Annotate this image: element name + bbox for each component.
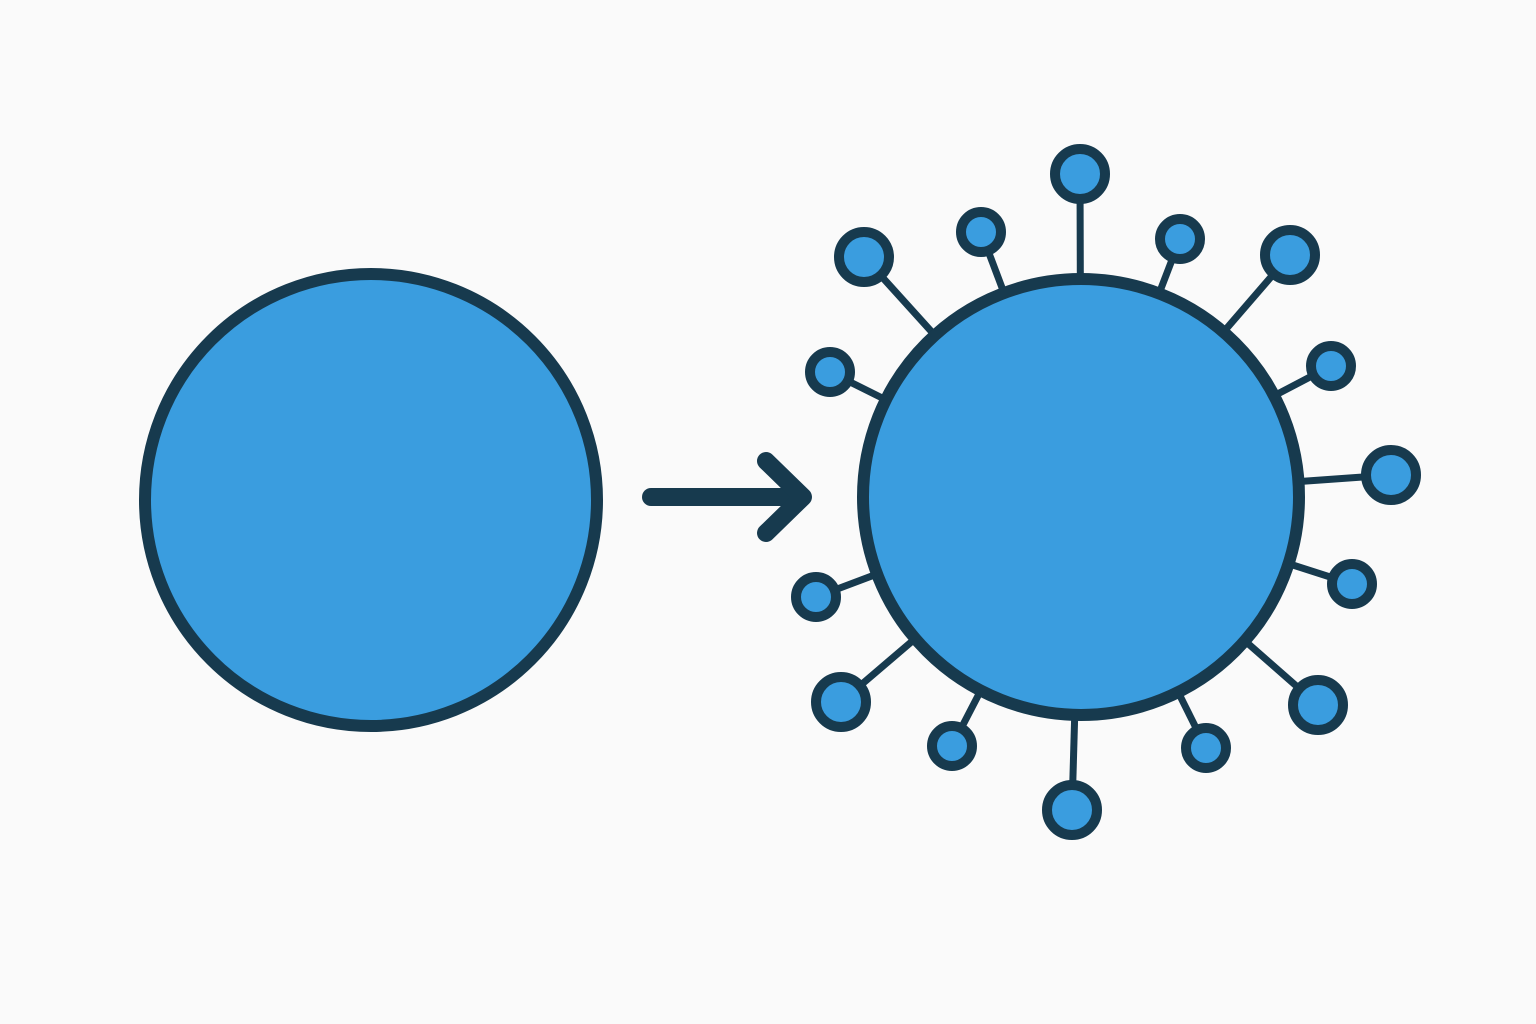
receptor-knob [1155, 214, 1205, 264]
receptor-knob [956, 207, 1006, 257]
receptor-knob [1361, 445, 1421, 505]
receptor-knob [805, 347, 855, 397]
receptor-knob [1042, 780, 1102, 840]
receptor-knob [1288, 675, 1348, 735]
receptor-knob [1181, 723, 1231, 773]
receptor-knob [834, 227, 894, 287]
plain-cell [139, 268, 603, 732]
receptor-knob [1327, 559, 1377, 609]
transition-arrow [642, 452, 812, 542]
arrow-head [757, 452, 812, 542]
receptor-knob [1260, 225, 1320, 285]
receptor-knob [791, 572, 841, 622]
receptor-knob [927, 721, 977, 771]
receptor-knob [811, 672, 871, 732]
receptor-knob [1050, 144, 1110, 204]
cell-with-receptors [857, 273, 1305, 721]
receptor-knob [1306, 341, 1356, 391]
